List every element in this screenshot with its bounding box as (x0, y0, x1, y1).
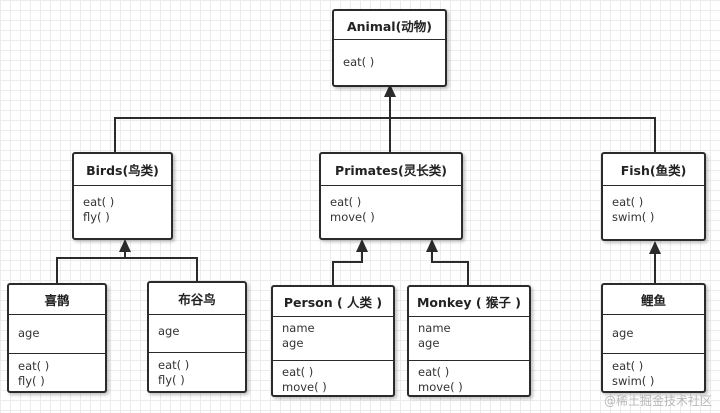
class-carp-name: 鲤鱼 (603, 285, 704, 315)
class-fish[interactable]: Fish(鱼类) eat( ) swim( ) (601, 152, 706, 241)
edge-monkey-primates (431, 248, 469, 285)
attribute-age: age (418, 336, 440, 350)
method-swim: swim( ) (612, 374, 655, 388)
class-cuckoo[interactable]: 布谷鸟 age eat( ) fly( ) (147, 281, 247, 393)
class-animal[interactable]: Animal(动物) eat( ) (332, 9, 447, 87)
class-birds[interactable]: Birds(鸟类) eat( ) fly( ) (72, 152, 173, 240)
edge-magpie-birds (56, 257, 198, 283)
method-eat: eat( ) (18, 359, 50, 373)
class-fish-methods: eat( ) swim( ) (603, 186, 704, 239)
attribute-age: age (612, 326, 634, 340)
class-carp[interactable]: 鲤鱼 age eat( ) swim( ) (601, 283, 706, 393)
class-cuckoo-methods: eat( ) fly( ) (149, 352, 245, 391)
class-monkey-attributes: name age (409, 317, 529, 360)
class-cuckoo-name: 布谷鸟 (149, 283, 245, 315)
class-monkey[interactable]: Monkey ( 猴子 ) name age eat( ) move( ) (407, 285, 531, 397)
class-magpie[interactable]: 喜鹊 age eat( ) fly( ) (7, 283, 107, 393)
class-person-name: Person ( 人类 ) (273, 287, 393, 317)
class-primates-name: Primates(灵长类) (321, 154, 461, 186)
class-animal-methods: eat( ) (334, 40, 445, 85)
class-monkey-methods: eat( ) move( ) (409, 360, 529, 395)
class-birds-methods: eat( ) fly( ) (74, 186, 171, 238)
class-person-methods: eat( ) move( ) (273, 360, 393, 395)
attribute-age: age (158, 324, 180, 338)
method-swim: swim( ) (612, 210, 655, 224)
class-magpie-methods: eat( ) fly( ) (9, 353, 105, 391)
method-eat: eat( ) (343, 55, 375, 69)
watermark: @稀土掘金技术社区 (603, 394, 712, 408)
class-primates[interactable]: Primates(灵长类) eat( ) move( ) (319, 152, 463, 240)
method-eat: eat( ) (330, 195, 362, 209)
attribute-name: name (282, 321, 315, 335)
class-fish-name: Fish(鱼类) (603, 154, 704, 186)
arrowhead-birds (119, 239, 131, 252)
class-magpie-attributes: age (9, 315, 105, 353)
arrowhead-fish (649, 241, 661, 254)
class-monkey-name: Monkey ( 猴子 ) (409, 287, 529, 317)
method-move: move( ) (330, 210, 375, 224)
class-magpie-name: 喜鹊 (9, 285, 105, 315)
method-eat: eat( ) (418, 365, 450, 379)
class-primates-methods: eat( ) move( ) (321, 186, 461, 238)
method-move: move( ) (418, 380, 463, 394)
class-birds-name: Birds(鸟类) (74, 154, 171, 186)
method-eat: eat( ) (83, 195, 115, 209)
class-carp-methods: eat( ) swim( ) (603, 353, 704, 391)
class-person[interactable]: Person ( 人类 ) name age eat( ) move( ) (271, 285, 395, 397)
arrowhead-primates-left (356, 239, 368, 252)
method-fly: fly( ) (83, 210, 110, 224)
class-person-attributes: name age (273, 317, 393, 360)
class-cuckoo-attributes: age (149, 315, 245, 352)
attribute-age: age (18, 326, 40, 340)
edge-person-primates (332, 248, 363, 285)
attribute-age: age (282, 336, 304, 350)
edge-birds-animal (114, 117, 656, 152)
method-eat: eat( ) (612, 195, 644, 209)
method-fly: fly( ) (158, 373, 185, 387)
method-eat: eat( ) (612, 359, 644, 373)
method-eat: eat( ) (158, 358, 190, 372)
arrowhead-primates-right (426, 239, 438, 252)
class-animal-name: Animal(动物) (334, 11, 445, 40)
attribute-name: name (418, 321, 451, 335)
method-move: move( ) (282, 380, 327, 394)
arrowhead-animal (384, 84, 396, 97)
method-fly: fly( ) (18, 374, 45, 388)
method-eat: eat( ) (282, 365, 314, 379)
class-carp-attributes: age (603, 315, 704, 353)
